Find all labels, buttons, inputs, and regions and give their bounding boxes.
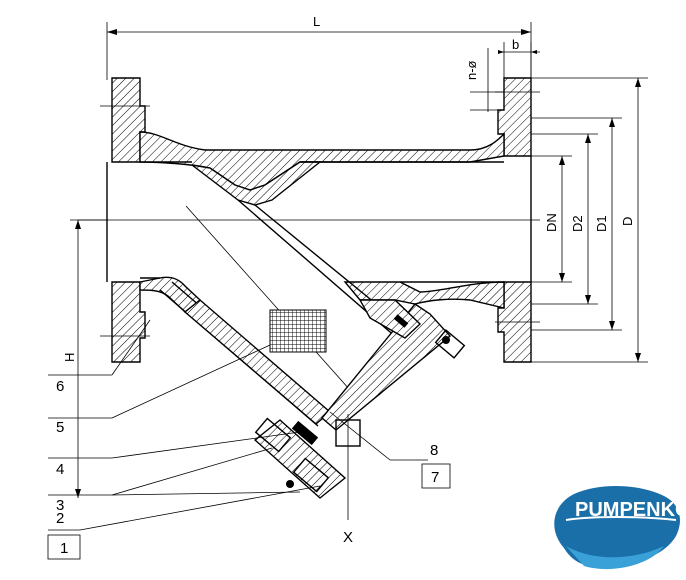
bore: [140, 161, 504, 283]
pumpenkost-logo: PUMPENKOST: [554, 485, 686, 570]
callout-7: 7: [421, 463, 451, 489]
inlet-flange: [100, 77, 150, 363]
svg-text:3: 3: [56, 497, 64, 514]
dimension-h: H: [62, 219, 108, 498]
outlet-flange: [495, 77, 540, 363]
mesh-detail: [269, 309, 327, 353]
dimension-b: b: [498, 37, 540, 78]
dimension-dn: DN: [530, 155, 572, 283]
dimension-d1-label: D1: [594, 215, 609, 232]
dimension-b-label: b: [512, 37, 519, 52]
callout-1: 1: [47, 534, 81, 560]
dimension-l-label: L: [313, 14, 320, 29]
body-upper-wall: [139, 131, 505, 206]
callout-3: 3: [56, 497, 64, 514]
callout-8: 8: [430, 442, 438, 459]
dimension-n-phi-label: n-ø: [464, 60, 479, 80]
dimension-d1: D1: [530, 117, 622, 331]
logo-text: PUMPENKOST: [575, 499, 686, 521]
dimension-d: D: [530, 77, 648, 363]
dimension-d-label: D: [620, 217, 635, 226]
svg-text:7: 7: [431, 469, 439, 486]
svg-text:6: 6: [56, 378, 64, 395]
dimension-dn-label: DN: [544, 213, 559, 232]
bolts: [254, 329, 466, 520]
strainer-leg: [183, 299, 452, 431]
callout-leaders: [48, 319, 428, 531]
svg-text:5: 5: [56, 419, 64, 436]
svg-text:2: 2: [56, 510, 64, 527]
callout-6: 6: [56, 378, 64, 395]
callout-5: 5: [56, 419, 64, 436]
dimension-d2: D2: [530, 133, 598, 305]
svg-text:4: 4: [56, 461, 64, 478]
dimension-h-label: H: [62, 353, 77, 362]
gasket: [291, 420, 319, 446]
dimension-d2-label: D2: [570, 215, 585, 232]
detail-x-label: X: [343, 529, 353, 546]
callout-4: 4: [56, 461, 64, 478]
svg-text:8: 8: [430, 442, 438, 459]
callout-2: 2: [56, 510, 64, 527]
svg-text:1: 1: [60, 540, 68, 557]
strainer-cover: [253, 299, 422, 499]
